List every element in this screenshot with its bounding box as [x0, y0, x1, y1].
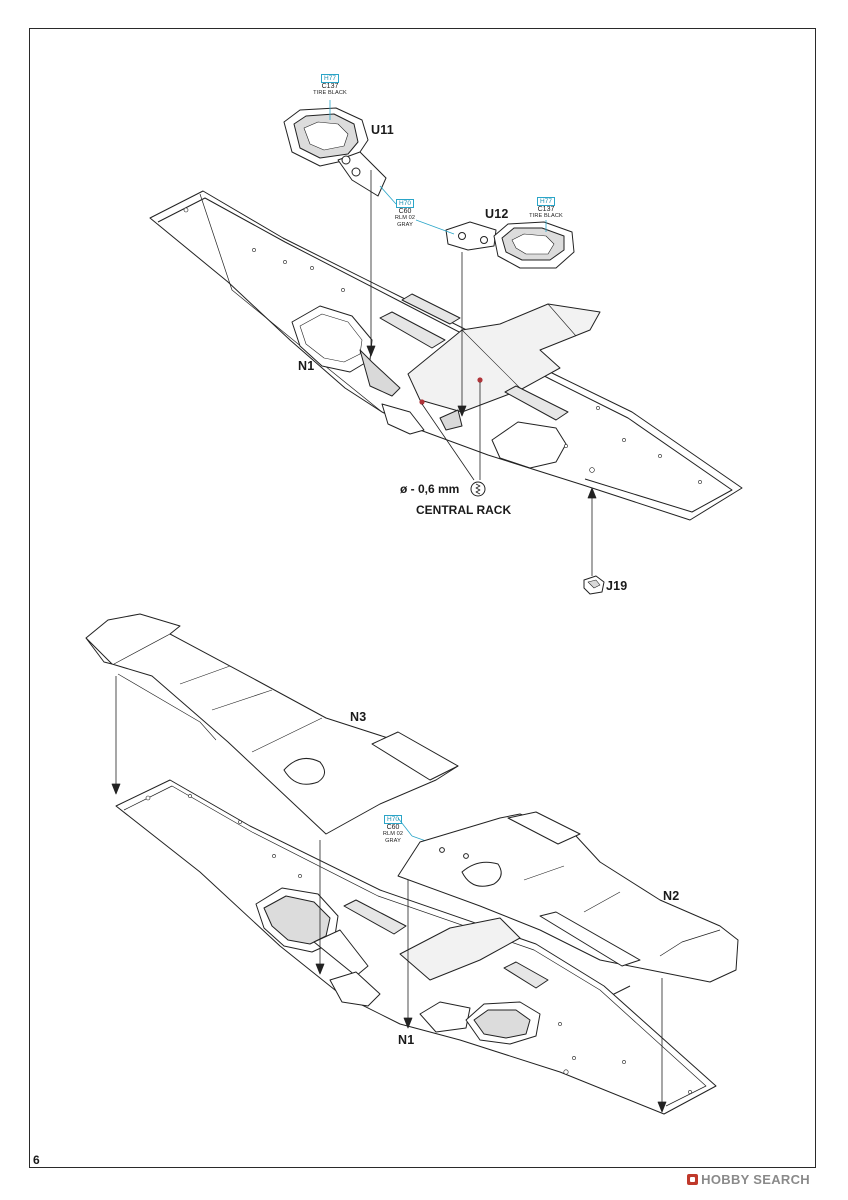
paint-callout-tire-u12: H77 C137 TIRE BLACK [523, 197, 569, 220]
paint-name-tire-black: TIRE BLACK [529, 213, 563, 219]
part-label-n2: N2 [663, 889, 680, 903]
page-number: 6 [33, 1153, 40, 1167]
part-label-u12: U12 [485, 207, 509, 221]
paint-callout-gray-bottom: H70 C60 RLM 02 GRAY [377, 815, 409, 845]
paint-code-h77: H77 [321, 74, 339, 83]
upper-wing-n3 [85, 613, 459, 835]
paint-code-c60: C60 [386, 824, 400, 831]
paint-code-c137: C137 [537, 206, 555, 213]
part-label-j19: J19 [606, 579, 628, 593]
paint-name-rlm02: RLM 02 [394, 215, 416, 221]
paint-code-h77: H77 [537, 197, 555, 206]
assembly-arrows-bottom [111, 676, 667, 1113]
paint-code-h70: H70 [384, 815, 402, 824]
page-border [29, 28, 816, 1168]
landing-gear-leg-u12 [445, 221, 575, 269]
lower-wing-n1-top [149, 190, 743, 521]
paint-name-gray: GRAY [397, 222, 413, 228]
drill-note: ø - 0,6 mm [400, 482, 460, 496]
part-j19 [583, 575, 605, 595]
part-label-n3: N3 [350, 710, 367, 724]
paint-code-c60: C60 [398, 208, 412, 215]
assembly-arrows-top [366, 170, 597, 576]
paint-name-rlm02: RLM 02 [382, 831, 404, 837]
paint-code-c137: C137 [321, 83, 339, 90]
lower-wing-n1-bottom [115, 779, 717, 1115]
callout-leaders [329, 100, 547, 847]
drill-symbol [470, 481, 486, 497]
paint-code-h70: H70 [396, 199, 414, 208]
upper-wing-n2 [397, 811, 739, 999]
landing-gear-leg-u11 [283, 107, 387, 197]
watermark-text: HOBBY SEARCH [701, 1172, 810, 1187]
central-rack-note: CENTRAL RACK [416, 503, 512, 517]
part-label-u11: U11 [371, 123, 394, 137]
watermark: HOBBY SEARCH [687, 1172, 810, 1187]
paint-callout-gray-top: H70 C60 RLM 02 GRAY [389, 199, 421, 229]
paint-name-gray: GRAY [385, 838, 401, 844]
hobby-search-logo-icon [687, 1174, 699, 1185]
paint-callout-tire-u11: H77 C137 TIRE BLACK [310, 74, 350, 97]
part-label-n1-bottom: N1 [398, 1033, 415, 1047]
paint-name-tire-black: TIRE BLACK [313, 90, 347, 96]
part-label-n1-top: N1 [298, 359, 315, 373]
